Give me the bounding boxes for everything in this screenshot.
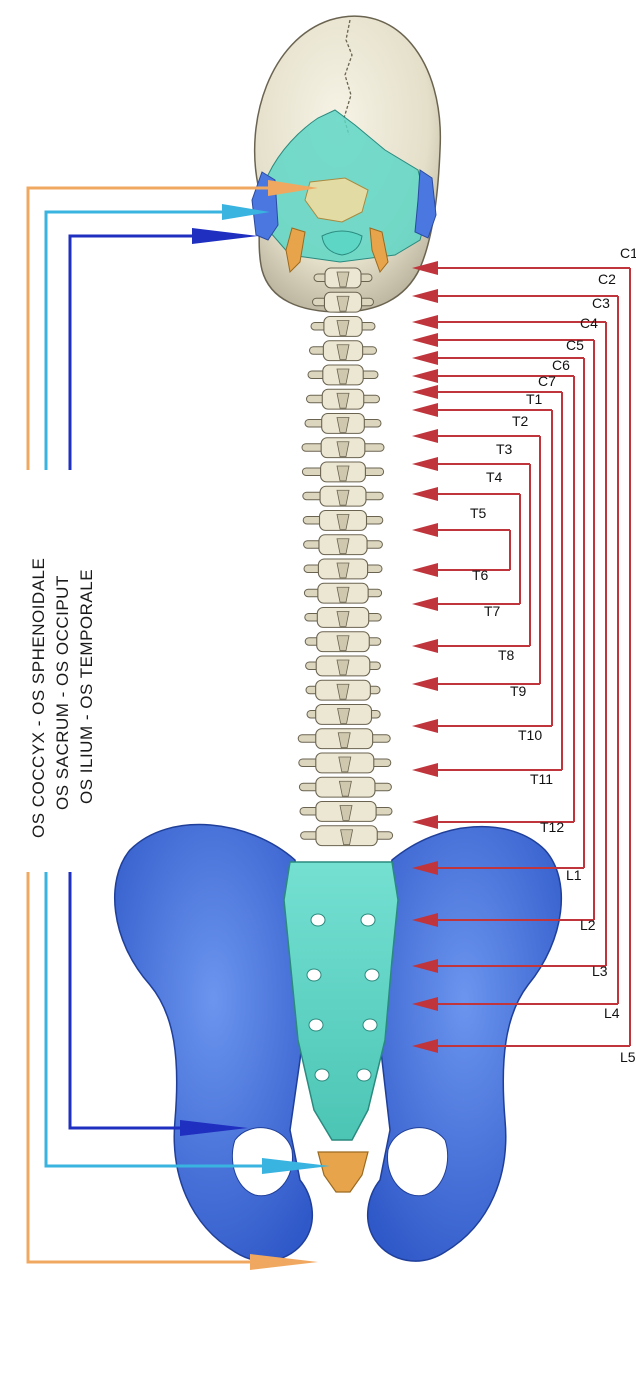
segment-arrow-head [412, 487, 438, 501]
sacral-foramen [365, 969, 379, 981]
sacral-foramen [361, 914, 375, 926]
coccyx [318, 1152, 368, 1192]
vertebral-column [298, 268, 392, 846]
vertebra [306, 680, 380, 700]
segment-arrow-head [412, 369, 438, 383]
arrow-ilium-temporal-top [70, 236, 192, 470]
vertebra [306, 656, 381, 676]
segment-arrow-head [412, 385, 438, 399]
segment-label: T7 [484, 603, 501, 619]
segment-arrow-head [412, 815, 438, 829]
sacral-foramen [311, 914, 325, 926]
segment-arrow: T5 [412, 505, 510, 537]
sacral-foramen [309, 1019, 323, 1031]
vertebra [303, 486, 383, 506]
segment-label: T2 [512, 413, 529, 429]
arrow-coccyx-sphenoid-top [28, 188, 268, 470]
segment-arrow: T8 [412, 639, 530, 663]
sacral-foramen [307, 969, 321, 981]
segment-arrow: T3 [412, 441, 530, 471]
vertebra [299, 753, 391, 773]
segment-label: C2 [598, 271, 616, 287]
segment-arrow: T4 [412, 469, 520, 501]
segment-label: L1 [566, 867, 582, 883]
segment-arrow-head [412, 639, 438, 653]
segment-label: T12 [540, 819, 564, 835]
segment-arrow: T6 [412, 563, 510, 583]
sacral-foramen [363, 1019, 377, 1031]
segment-arrow: T9 [412, 677, 540, 699]
segment-label: L4 [604, 1005, 620, 1021]
segment-label: L5 [620, 1049, 636, 1065]
vertebra [305, 632, 381, 652]
segment-arrow-head [412, 289, 438, 303]
sacral-foramen [357, 1069, 371, 1081]
sacral-foramen [315, 1069, 329, 1081]
vertebra [304, 559, 382, 579]
segment-label: T9 [510, 683, 527, 699]
segment-arrow-head [412, 719, 438, 733]
segment-label: T5 [470, 505, 487, 521]
segment-label: T10 [518, 727, 542, 743]
pelvis [115, 825, 562, 1262]
segment-arrow-head [412, 677, 438, 691]
vertebra [310, 341, 377, 361]
segment-label: T1 [526, 391, 543, 407]
segment-arrow: T2 [412, 413, 540, 443]
segment-label: C1 [620, 245, 636, 261]
label-ilium-temporale: OS ILIUM - OS TEMPORALE [77, 569, 96, 804]
vertebra [301, 826, 393, 846]
segment-label: C5 [566, 337, 584, 353]
segment-arrow-head [412, 333, 438, 347]
vertebra [302, 462, 383, 482]
segment-label: C7 [538, 373, 556, 389]
vertebra [305, 608, 381, 628]
segment-label: T11 [530, 771, 553, 787]
vertebra [303, 511, 383, 531]
vertebra [304, 583, 381, 603]
vertebra [298, 729, 390, 749]
arrow-sacrum-occiput-top [46, 212, 222, 470]
segment-label: C3 [592, 295, 610, 311]
segment-arrow: T7 [412, 597, 520, 619]
vertebra [308, 365, 378, 385]
vertebra [307, 389, 380, 409]
segment-arrow-head [412, 523, 438, 537]
segment-label: C6 [552, 357, 570, 373]
segment-arrow-head [412, 457, 438, 471]
segment-arrow: T11 [412, 763, 562, 787]
segment-label: T6 [472, 567, 489, 583]
ilium-left [115, 825, 313, 1262]
segment-label: T3 [496, 441, 513, 457]
segment-arrow-head [412, 351, 438, 365]
vertebra [299, 777, 391, 797]
segment-arrow-head [412, 429, 438, 443]
arrow-head-temporal [192, 228, 258, 244]
label-sacrum-occiput: OS SACRUM - OS OCCIPUT [53, 575, 72, 810]
segment-arrow-head [412, 403, 438, 417]
segment-arrow: C2 [412, 271, 618, 303]
vertebra [300, 802, 392, 822]
segment-arrow: T10 [412, 719, 552, 743]
vertical-labels: OS COCCYX - OS SPHENOIDALE OS SACRUM - O… [29, 558, 96, 838]
vertebra [311, 317, 375, 337]
vertebra [302, 438, 384, 458]
segment-arrow-head [412, 763, 438, 777]
segment-arrow-head [412, 315, 438, 329]
segment-label: T4 [486, 469, 503, 485]
vertebra [304, 535, 383, 555]
segment-label: C4 [580, 315, 598, 331]
segment-arrow-head [412, 563, 438, 577]
sacrum [284, 862, 398, 1140]
vertebra [307, 705, 380, 725]
segment-arrow-head [412, 597, 438, 611]
label-coccyx-sphenoidale: OS COCCYX - OS SPHENOIDALE [29, 558, 48, 838]
vertebra [305, 414, 381, 434]
segment-label: T8 [498, 647, 515, 663]
